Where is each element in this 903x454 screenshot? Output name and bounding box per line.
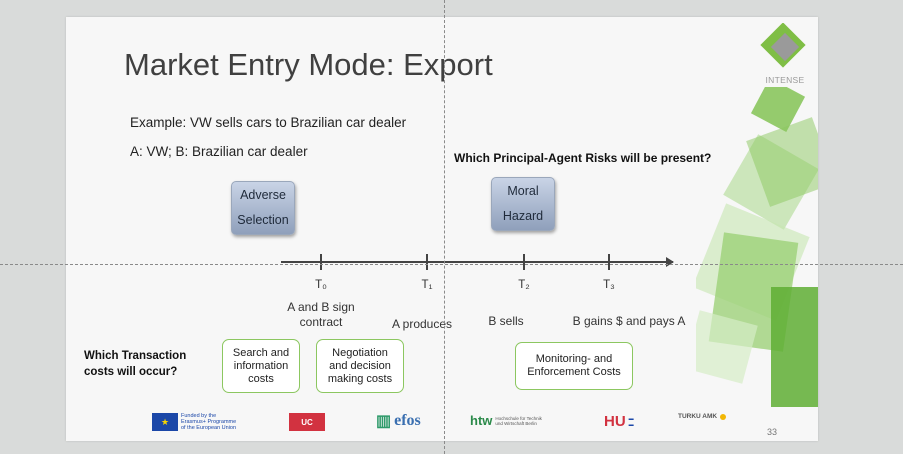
decorative-squares <box>696 87 818 407</box>
timeline-tick <box>523 254 525 270</box>
cost-line: Enforcement Costs <box>527 366 621 378</box>
transaction-costs-question: Which Transaction costs will occur? <box>84 348 186 380</box>
timeline-event: A and B sign contract <box>287 300 354 330</box>
eu-logo-line: Erasmus+ Programme <box>181 419 237 425</box>
event-line: A produces <box>391 317 453 331</box>
risk-line: Moral <box>507 184 539 198</box>
search-information-costs-box: Search and information costs <box>222 339 300 393</box>
intense-brand-text: INTENSE <box>765 75 805 85</box>
timeline-tick <box>320 254 322 270</box>
cost-line: costs <box>248 372 274 385</box>
page-number: 33 <box>767 427 778 437</box>
timeline-tick <box>608 254 610 270</box>
cost-line: information <box>233 359 289 372</box>
efos-text: efos <box>394 412 421 429</box>
timeline-tick <box>426 254 428 270</box>
turku-logo: TURKU AMK <box>678 413 727 420</box>
risk-line: Hazard <box>502 209 544 223</box>
adverse-selection-box: Adverse Selection <box>231 181 295 235</box>
htw-logo: htw Hochschule für Technik und Wirtschaf… <box>470 413 545 428</box>
risk-line: Adverse <box>240 188 286 202</box>
eu-logo-line: Funded by the <box>181 413 217 419</box>
timeline-point-label: T₀ <box>315 279 327 291</box>
timeline-event: B sells <box>488 314 523 329</box>
htw-text: htw <box>470 413 493 428</box>
timeline-event: B gains $ and pays A <box>573 314 686 329</box>
eu-logo-line: of the European Union <box>181 425 237 431</box>
slide-title: Market Entry Mode: Export <box>124 47 493 82</box>
event-line: A and B sign <box>287 300 355 314</box>
htw-subtext: Hochschule für Technik und Wirtschaft Be… <box>495 415 542 426</box>
turku-text: TURKU AMK <box>678 413 718 420</box>
negotiation-costs-box: Negotiation and decision making costs <box>316 339 404 393</box>
timeline-point-label: T₁ <box>421 279 433 291</box>
hu-text: HU <box>604 413 626 430</box>
slide: Market Entry Mode: Export Example: VW se… <box>66 17 818 441</box>
erasmus-logo: ★ Funded by the Erasmus+ Programme of th… <box>152 413 236 431</box>
timeline-event: A produces <box>392 317 452 332</box>
question-line: Which Transaction <box>84 350 187 362</box>
hu-logo: HU ▬▬ <box>604 413 634 430</box>
timeline-point-label: T₂ <box>518 279 530 291</box>
timeline-point-label: T₃ <box>603 279 615 291</box>
question-line: costs will occur? <box>84 366 178 378</box>
timeline-arrow-icon <box>666 257 674 267</box>
cost-line: Negotiation <box>332 346 388 359</box>
uc-logo: UC <box>289 413 325 431</box>
cost-line: Search and <box>232 346 290 359</box>
uc-badge: UC <box>289 413 325 431</box>
example-text: Example: VW sells cars to Brazilian car … <box>130 115 407 130</box>
event-line: contract <box>299 315 343 329</box>
efos-logo: ▥ efos <box>376 412 421 430</box>
cost-line: Monitoring- and <box>535 353 613 365</box>
eu-flag-icon: ★ <box>152 413 178 431</box>
principal-agent-question: Which Principal-Agent Risks will be pres… <box>454 151 712 165</box>
risk-line: Selection <box>237 213 289 227</box>
horizontal-guide-line[interactable] <box>0 264 903 265</box>
event-line: B gains $ and pays A <box>572 314 686 328</box>
event-line: B sells <box>488 314 524 328</box>
vertical-guide-line[interactable] <box>444 0 445 454</box>
roles-text: A: VW; B: Brazilian car dealer <box>130 144 308 159</box>
cost-line: and decision <box>329 359 391 372</box>
intense-logo-icon <box>760 23 806 68</box>
monitoring-enforcement-costs-box: Monitoring- and Enforcement Costs <box>515 342 633 390</box>
moral-hazard-box: Moral Hazard <box>491 177 555 231</box>
timeline-axis <box>281 261 673 263</box>
cost-line: making costs <box>327 372 393 385</box>
